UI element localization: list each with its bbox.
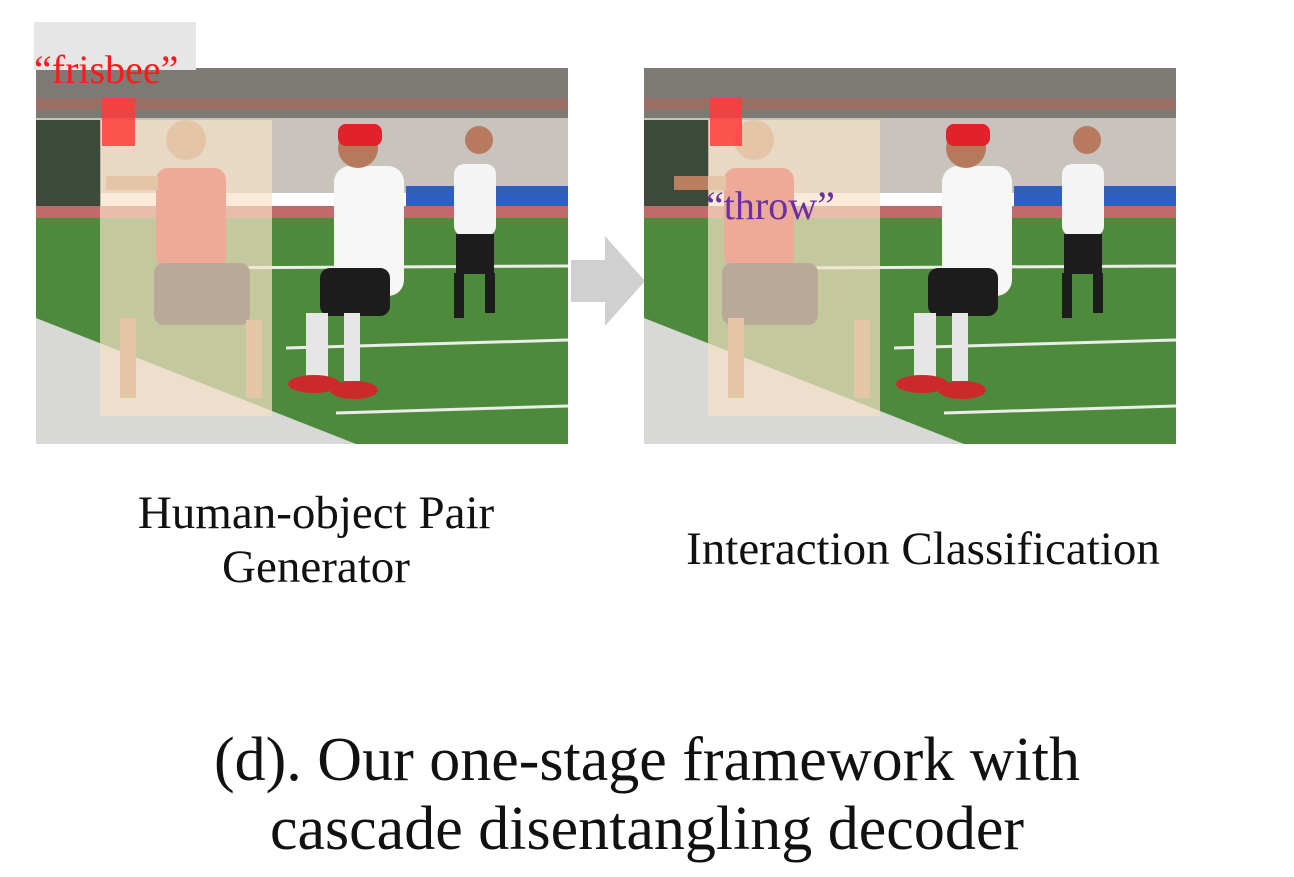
figure-caption-line1: (d). Our one-stage framework with bbox=[214, 726, 1080, 794]
object-label-background bbox=[34, 22, 196, 70]
scene-illustration bbox=[644, 68, 1176, 444]
caption-left-line2: Generator bbox=[222, 541, 410, 593]
caption-pair-generator: Human-object Pair Generator bbox=[66, 486, 566, 594]
photo-interaction-classification bbox=[644, 68, 1176, 444]
interaction-label-throw: “throw” bbox=[706, 183, 835, 228]
figure-caption: (d). Our one-stage framework with cascad… bbox=[100, 726, 1194, 864]
right-arrow-icon bbox=[571, 236, 645, 326]
caption-left-line1: Human-object Pair bbox=[137, 487, 495, 539]
scene-illustration bbox=[36, 68, 568, 444]
caption-interaction-classification: Interaction Classification bbox=[686, 523, 1160, 575]
figure-caption-line2: cascade disentangling decoder bbox=[270, 795, 1024, 863]
photo-pair-generator bbox=[36, 68, 568, 444]
object-label-frisbee: “frisbee” bbox=[34, 47, 179, 92]
